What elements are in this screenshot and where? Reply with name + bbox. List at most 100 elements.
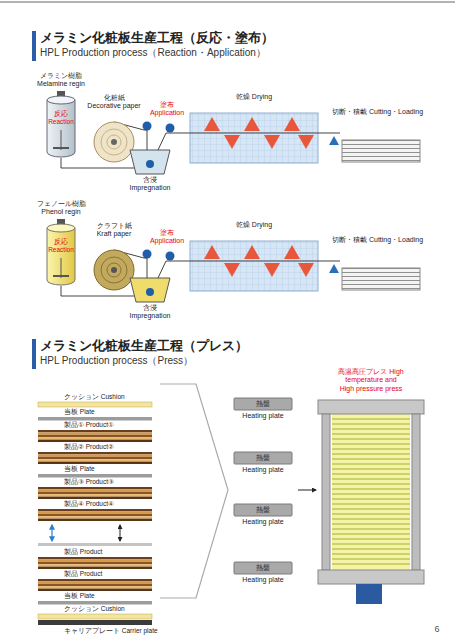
cushion-layer (38, 614, 152, 619)
product-layer (38, 567, 152, 569)
paper-path (61, 158, 122, 168)
dryer (190, 113, 318, 163)
roller (166, 252, 175, 261)
paper-path (318, 261, 326, 262)
heater (204, 117, 314, 149)
press-layer (332, 418, 410, 420)
press-layer (332, 423, 410, 425)
heater (224, 263, 240, 277)
dryer: 乾燥 Drying (190, 93, 318, 163)
press-layer (332, 478, 410, 480)
phenol-line (107, 263, 121, 277)
section-heading: メラミン化粧板生産工程（プレス） (40, 338, 450, 354)
press-layer (332, 468, 410, 470)
press-layer (332, 513, 410, 515)
press-frame (318, 400, 424, 604)
layup-stack (38, 402, 152, 625)
dryer (190, 241, 318, 291)
layer-label: クッション Cushion (64, 393, 164, 401)
press-layer (332, 503, 410, 505)
page-number: 6 (428, 624, 446, 635)
press-layers (332, 418, 410, 565)
product-layer (38, 589, 152, 591)
melamine-line (107, 135, 121, 149)
repeat-arrow (51, 525, 52, 541)
layer-label: 製品② Product② (64, 443, 164, 451)
roller (143, 250, 152, 259)
section-heading: メラミン化粧板生産工程（反応・塗布） (40, 30, 450, 46)
press-layer (332, 523, 410, 525)
phenol-line (111, 267, 117, 273)
layer-label: 当板 Plate (64, 465, 164, 473)
product-layer (38, 489, 152, 491)
product-layer (38, 497, 152, 499)
heating-plate-label: 熱盤 (232, 506, 294, 514)
paper-path (318, 133, 326, 134)
press-layer (332, 553, 410, 555)
product-layer (38, 435, 152, 437)
press-layer (332, 443, 410, 445)
paper-roll (94, 122, 134, 162)
press-label: 高温高圧プレス High temperature and High pressu… (321, 368, 421, 393)
product-layer (38, 511, 152, 513)
product-layer (38, 519, 152, 521)
heating-plate-label: 熱盤 (232, 400, 294, 408)
reaction-tank: メラミン樹脂 Melamine regin反応 Reaction (30, 72, 92, 158)
press-layer (332, 488, 410, 490)
resin-pipe (122, 296, 134, 297)
product-layer (38, 430, 152, 432)
melamine-line (47, 91, 420, 174)
press-layer (332, 563, 410, 565)
product-layer (38, 457, 152, 459)
melamine-line (111, 139, 117, 145)
product-layer (38, 514, 152, 516)
heater (224, 135, 240, 149)
heating-plate: 熱盤Heating plate (232, 452, 294, 480)
press-layer (332, 473, 410, 475)
cutting-station-label: 切断・積載 Cutting・Loading (332, 108, 424, 116)
plate-layer (38, 417, 152, 421)
carrier-plate (38, 620, 152, 625)
heater (298, 135, 314, 149)
press-frame (412, 414, 420, 570)
layer-label: クッション Cushion (64, 605, 164, 613)
press-frame (332, 414, 410, 570)
reaction-tank-caption: 反応 Reaction (45, 110, 77, 126)
paper-web (190, 261, 318, 262)
paper-path (144, 130, 147, 150)
paper-path (158, 133, 190, 150)
heater (284, 245, 300, 259)
page-rule (0, 1, 455, 3)
roller (143, 122, 152, 131)
press-layer (332, 428, 410, 430)
layer-label: キャリアプレート Carrier plate (64, 627, 164, 635)
paper-web (326, 261, 340, 262)
product-layer (38, 459, 152, 461)
melamine-line (47, 96, 75, 104)
press-layer (332, 458, 410, 460)
press-layer (332, 518, 410, 520)
heading-bar (32, 31, 36, 61)
layer-label: 製品③ Product③ (64, 478, 164, 486)
heater (284, 117, 300, 131)
heating-plate-bar (234, 398, 292, 574)
press-layer (332, 438, 410, 440)
paper-path (144, 258, 147, 278)
heater (264, 263, 280, 277)
product-layer (38, 557, 152, 559)
product-layer (38, 487, 152, 489)
press-layer (332, 433, 410, 435)
press-layer (332, 493, 410, 495)
reaction-tank: フェノール樹脂 Phenol regin反応 Reaction (30, 200, 92, 286)
product-layer (38, 462, 152, 464)
press-frame (322, 414, 330, 570)
dryer: 乾燥 Drying (190, 221, 318, 291)
product-layer (38, 437, 152, 439)
product-layer (38, 492, 152, 494)
reaction-tank (47, 228, 75, 285)
heater (244, 245, 260, 259)
sheet-stack (342, 140, 420, 162)
press-layer (332, 538, 410, 540)
